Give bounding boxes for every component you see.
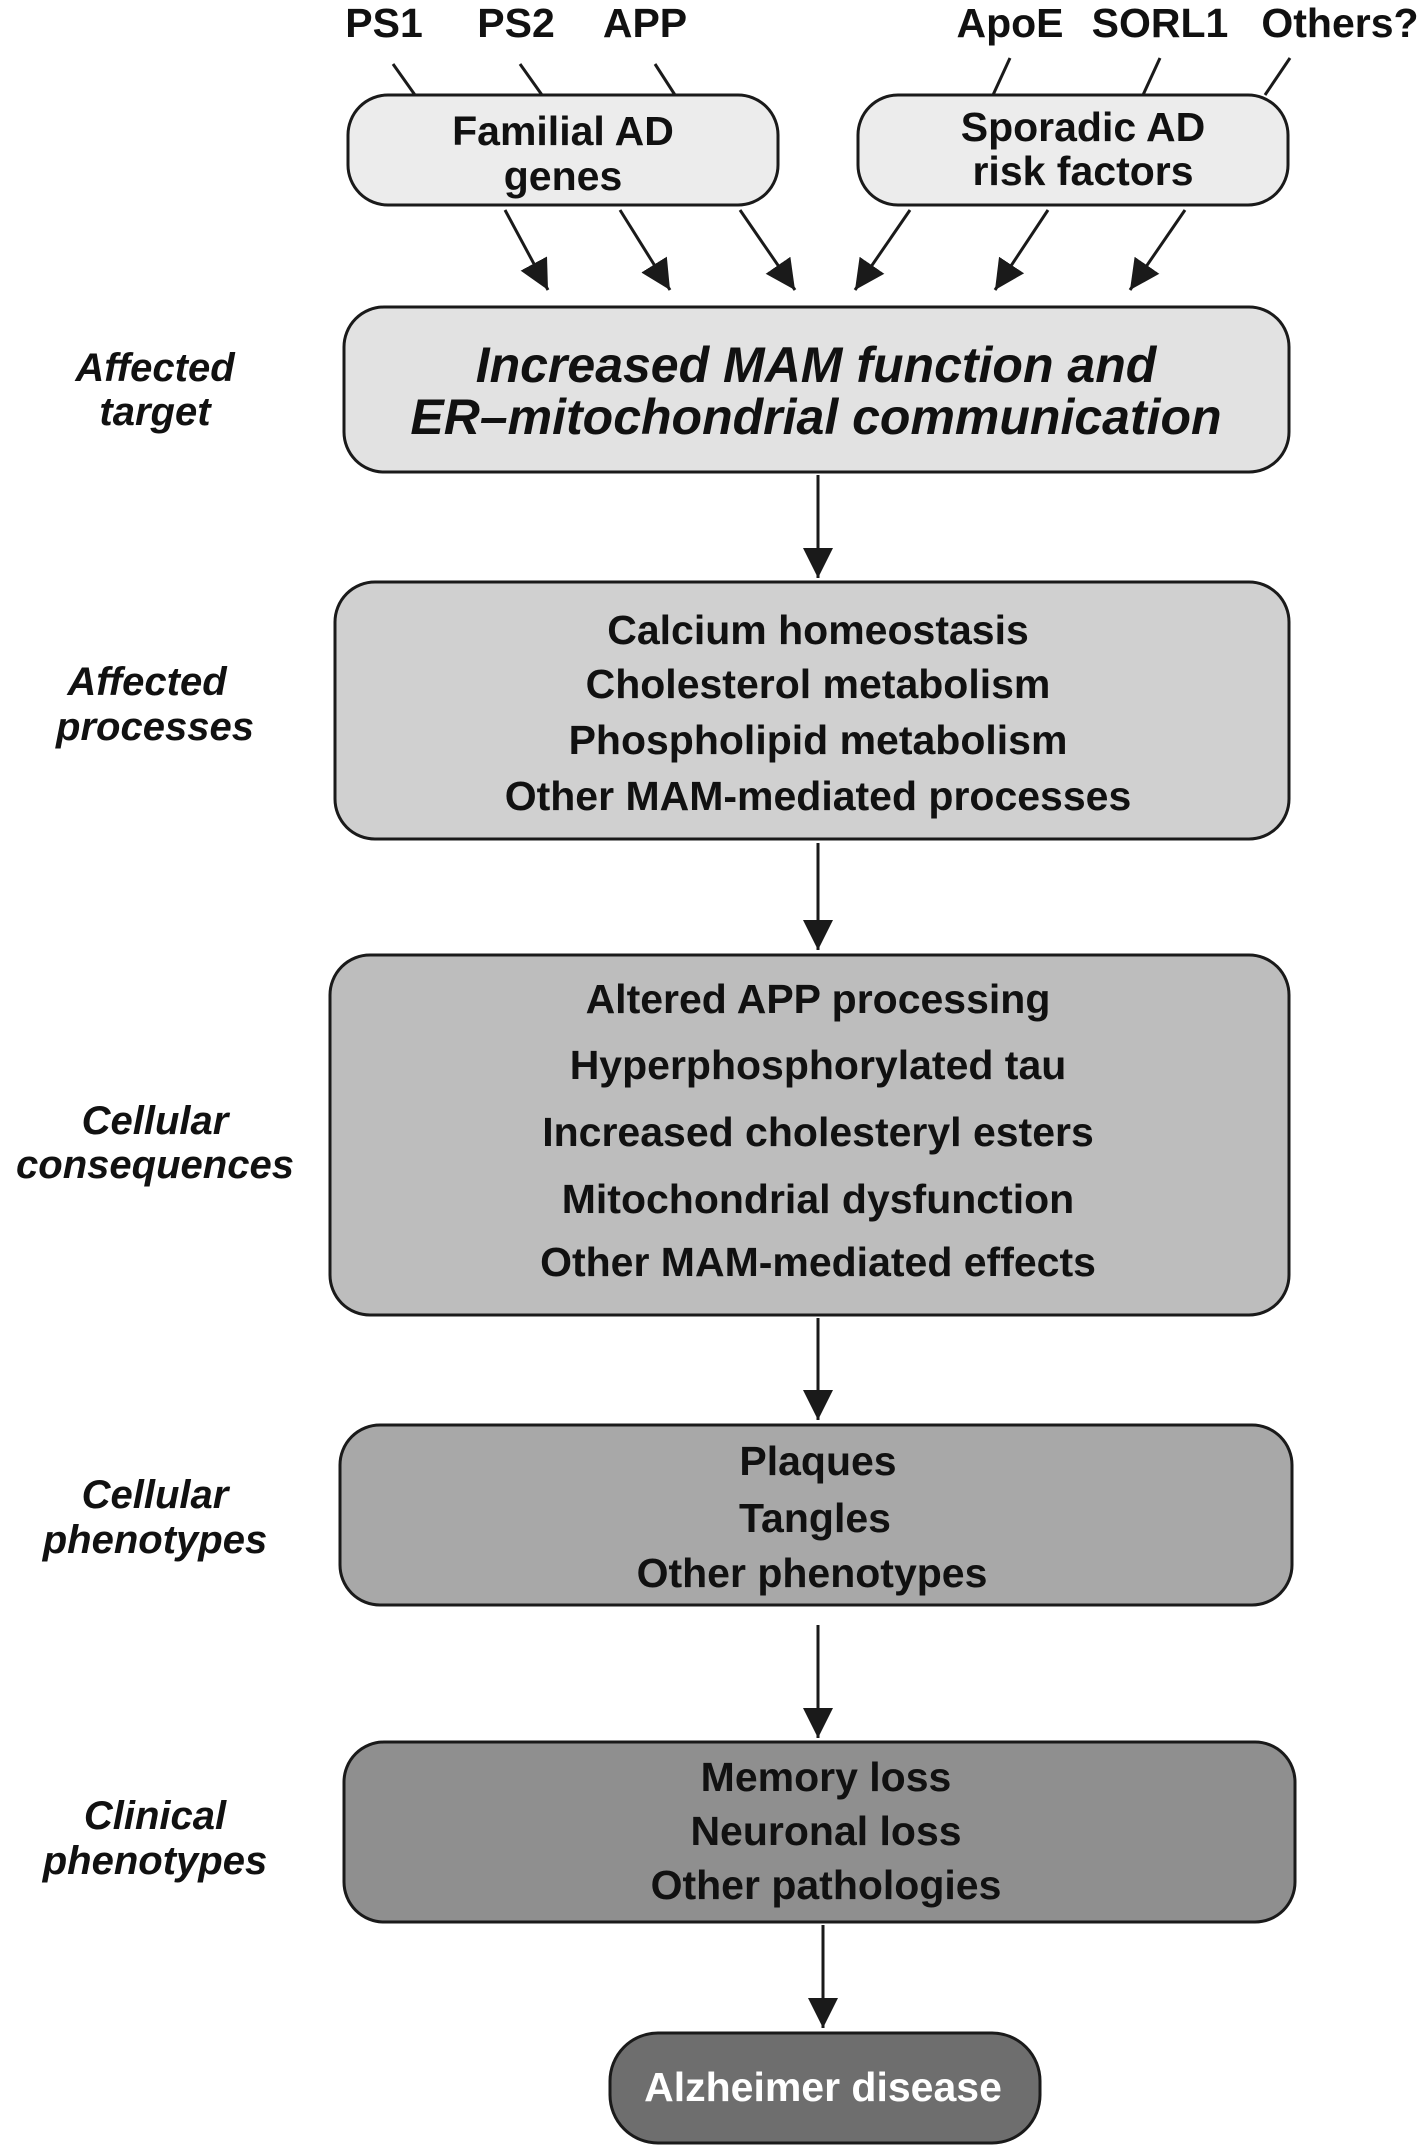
side-label-affected-target-line2: target bbox=[99, 390, 212, 434]
arrow-sporadic-3 bbox=[1128, 209, 1187, 291]
sporadic-ad-label-line1: Sporadic AD bbox=[961, 104, 1206, 150]
consequence-item: Altered APP processing bbox=[586, 976, 1051, 1022]
connector-ps1 bbox=[391, 63, 417, 96]
cellular-phenotype-item: Tangles bbox=[739, 1495, 891, 1541]
process-item: Other MAM-mediated processes bbox=[505, 773, 1132, 819]
gene-label-sorl1: SORL1 bbox=[1092, 0, 1229, 46]
clinical-phenotype-item: Memory loss bbox=[701, 1754, 952, 1800]
connector-sorl1 bbox=[1141, 57, 1162, 96]
arrow-sporadic-1 bbox=[853, 209, 912, 291]
process-item: Phospholipid metabolism bbox=[569, 717, 1068, 763]
cellular-phenotype-item: Plaques bbox=[739, 1438, 896, 1484]
clinical-phenotype-item: Neuronal loss bbox=[690, 1808, 961, 1854]
arrow-sporadic-2 bbox=[993, 209, 1050, 291]
consequence-item: Increased cholesteryl esters bbox=[542, 1109, 1094, 1155]
affected-target-text-line1: Increased MAM function and bbox=[476, 337, 1158, 393]
side-label-affected-processes-line1: Affected bbox=[66, 660, 228, 704]
gene-label-app: APP bbox=[603, 0, 687, 46]
cellular-consequences-box bbox=[328, 953, 1291, 1317]
connector-others bbox=[1263, 57, 1292, 96]
side-label-cellular-phenotypes-line2: phenotypes bbox=[42, 1518, 267, 1562]
arrow-familial-1 bbox=[503, 209, 550, 291]
connector-ps2 bbox=[518, 63, 544, 96]
affected-processes-box bbox=[333, 580, 1291, 841]
cellular-phenotype-item: Other phenotypes bbox=[637, 1550, 988, 1596]
process-item: Calcium homeostasis bbox=[607, 607, 1029, 653]
sporadic-ad-label-line2: risk factors bbox=[972, 148, 1193, 194]
connector-app bbox=[653, 63, 677, 96]
arrow-familial-3 bbox=[738, 209, 797, 291]
gene-label-ps2: PS2 bbox=[477, 0, 555, 46]
side-label-clinical-phenotypes-line1: Clinical bbox=[84, 1794, 227, 1838]
consequence-item: Hyperphosphorylated tau bbox=[570, 1042, 1067, 1088]
gene-label-ps1: PS1 bbox=[345, 0, 423, 46]
side-label-cellular-phenotypes-line1: Cellular bbox=[82, 1473, 231, 1517]
arrow-familial-2 bbox=[618, 209, 672, 291]
side-label-affected-target-line1: Affected bbox=[74, 346, 236, 390]
side-label-affected-processes-line2: processes bbox=[55, 705, 254, 749]
affected-target-text-line2: ER–mitochondrial communication bbox=[410, 389, 1221, 445]
gene-label-apoe: ApoE bbox=[956, 0, 1063, 46]
consequence-item: Other MAM-mediated effects bbox=[540, 1239, 1096, 1285]
cellular-phenotypes-box bbox=[338, 1423, 1294, 1607]
gene-label-others: Others? bbox=[1261, 0, 1418, 46]
side-label-cellular-consequences-line2: consequences bbox=[16, 1143, 294, 1187]
alzheimer-disease-label: Alzheimer disease bbox=[644, 2064, 1002, 2110]
familial-ad-label-line1: Familial AD bbox=[452, 108, 674, 154]
consequence-item: Mitochondrial dysfunction bbox=[562, 1176, 1074, 1222]
side-label-cellular-consequences-line1: Cellular bbox=[82, 1099, 231, 1143]
connector-apoe bbox=[991, 57, 1012, 96]
alzheimer-disease-box bbox=[608, 2031, 1042, 2145]
familial-ad-genes-box bbox=[346, 93, 780, 207]
affected-target-box bbox=[342, 305, 1291, 474]
process-item: Cholesterol metabolism bbox=[586, 661, 1051, 707]
side-label-clinical-phenotypes-line2: phenotypes bbox=[42, 1839, 267, 1883]
clinical-phenotypes-box bbox=[342, 1740, 1297, 1924]
sporadic-ad-risk-factors-box bbox=[856, 93, 1290, 207]
clinical-phenotype-item: Other pathologies bbox=[651, 1862, 1002, 1908]
familial-ad-label-line2: genes bbox=[504, 153, 623, 199]
